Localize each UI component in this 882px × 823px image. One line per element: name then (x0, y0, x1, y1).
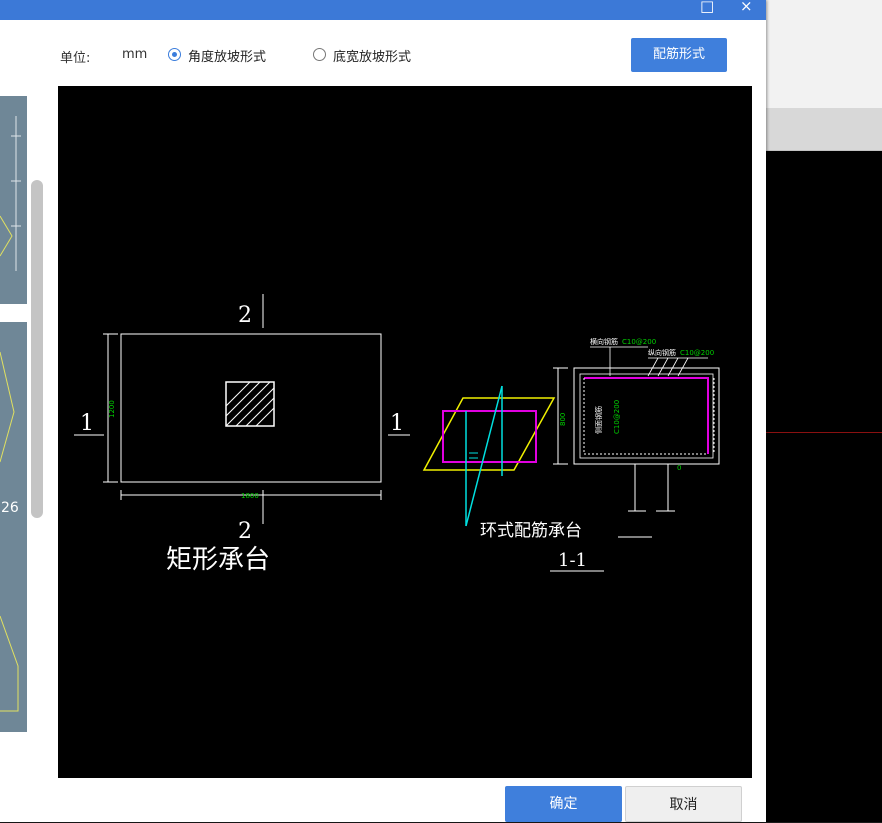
label-transverse: 横向钢筋 (590, 337, 618, 346)
label-side: 侧面钢筋 (594, 406, 603, 434)
value-transverse: C10@200 (622, 338, 656, 346)
section-mark-right: 1 (390, 411, 404, 436)
thumbnail-list: 26 (0, 86, 48, 778)
section-mark-top: 2 (238, 303, 252, 328)
cap-dialog: □ × 单位: mm 角度放坡形式 底宽放坡形式 配筋形式 26 (0, 0, 766, 822)
label-longitudinal: 纵向钢筋 (648, 348, 676, 357)
options-toolbar: 单位: mm 角度放坡形式 底宽放坡形式 配筋形式 (0, 34, 766, 78)
thumbnail-item[interactable]: 26 (0, 322, 27, 528)
radio-angle-slope-label[interactable]: 角度放坡形式 (188, 50, 267, 65)
unit-value: mm (122, 47, 148, 62)
section-mark-bottom: 2 (238, 519, 252, 544)
background-toolbar (766, 108, 882, 151)
background-red-line (766, 432, 882, 433)
thumbnail-item[interactable] (0, 96, 27, 304)
plan-dim-width: 1800 (241, 492, 259, 500)
thumbnail-item[interactable] (0, 526, 27, 732)
close-icon[interactable]: × (740, 0, 753, 15)
cap-drawing: 2 2 1 1 1200 1800 矩形承台 (74, 294, 720, 575)
section-name: 1-1 (558, 550, 587, 571)
section-mark-left: 1 (80, 411, 94, 436)
section-dim-height: 800 (559, 413, 567, 426)
unit-label: 单位: (60, 51, 91, 66)
value-side: C10@200 (613, 400, 621, 434)
value-longitudinal: C10@200 (680, 349, 714, 357)
maximize-icon[interactable]: □ (700, 0, 715, 15)
radio-angle-slope[interactable] (168, 48, 181, 61)
scrollbar-thumb[interactable] (31, 180, 43, 518)
plan-dim-height: 1200 (108, 400, 116, 418)
section-bottom-mark: 0 (677, 464, 681, 472)
drawing-canvas: 2 2 1 1 1200 1800 矩形承台 (58, 86, 752, 778)
ok-button[interactable]: 确定 (505, 786, 622, 822)
radio-width-slope-label[interactable]: 底宽放坡形式 (333, 50, 412, 65)
section-title: 环式配筋承台 (480, 521, 582, 541)
plan-view: 2 2 1 1 1200 1800 矩形承台 (74, 294, 410, 575)
background-panel (766, 0, 882, 108)
title-bar: □ × (0, 0, 766, 20)
section-view: 0 800 横向钢筋 C10@200 纵向钢筋 C10@200 侧面 (422, 337, 720, 572)
rebar-form-button[interactable]: 配筋形式 (631, 38, 727, 72)
radio-width-slope[interactable] (313, 48, 326, 61)
plan-title: 矩形承台 (166, 545, 270, 575)
cancel-button[interactable]: 取消 (625, 786, 742, 822)
thumbnail-label: 26 (1, 500, 19, 516)
background-app (766, 0, 882, 822)
